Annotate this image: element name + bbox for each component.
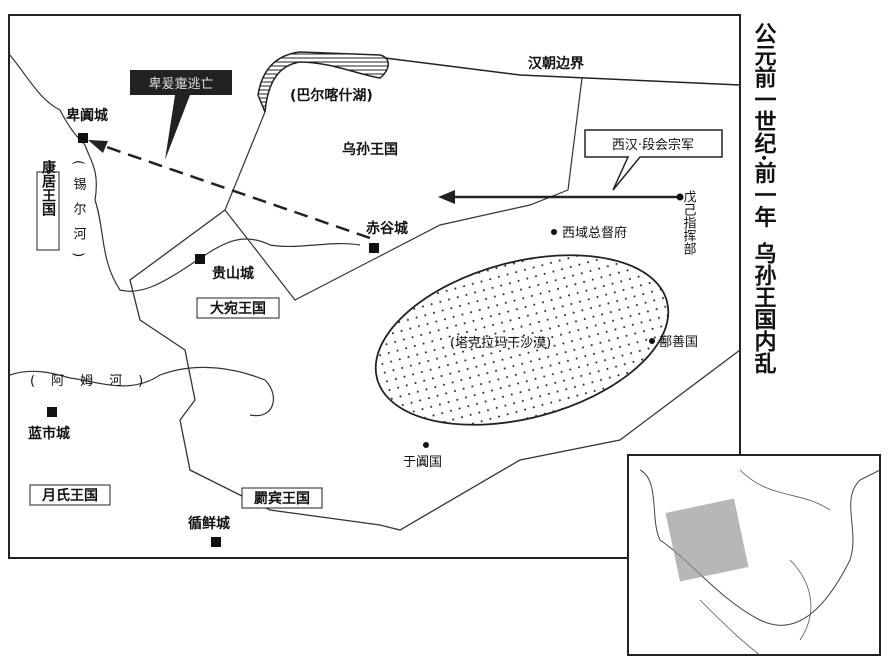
kangju-box <box>36 171 60 251</box>
yuezhi-box <box>29 484 111 506</box>
shanshan-label: 鄯善国 <box>659 334 698 350</box>
inset-highlight-region <box>665 498 749 582</box>
jibin-box <box>241 487 323 509</box>
wusun-label: 乌孙王国 <box>342 141 398 158</box>
taklamakan-label: (塔克拉玛干沙漠) <box>450 336 551 351</box>
title-line1: 公元前一世纪·前一年 <box>750 22 777 228</box>
title-line2: 乌孙王国内乱 <box>750 241 777 374</box>
taklamakan-desert <box>374 254 670 426</box>
balkhash-label: (巴尔喀什湖) <box>290 87 373 104</box>
army-arrowhead <box>438 190 455 204</box>
army-callout-text: 西汉·段会宗军 <box>612 137 694 153</box>
guishan-city-marker <box>195 254 205 264</box>
xunxian-label: 循鲜城 <box>188 515 230 532</box>
flight-arrowhead <box>88 140 108 153</box>
page-title: 公元前一世纪·前一年 乌孙王国内乱 <box>748 22 778 374</box>
balkhash-lake <box>257 51 389 113</box>
han-border-label: 汉朝边界 <box>528 55 585 72</box>
army-callout <box>584 129 723 191</box>
syr-river-label: (锡尔河) <box>71 160 87 269</box>
kangju-label: 康居王国 <box>40 159 56 217</box>
dayuan-box <box>196 297 280 319</box>
chigu-label: 赤谷城 <box>366 220 408 237</box>
lanshi-city-marker <box>47 407 57 417</box>
chigu-city-marker <box>369 243 379 253</box>
protectorate-label: 西域总督府 <box>562 226 627 241</box>
beitian-city-marker <box>78 133 88 143</box>
beitian-label: 卑阗城 <box>66 107 108 124</box>
wuji-label: 戊己指挥部 <box>681 190 697 255</box>
dayuan-label: 大宛王国 <box>210 300 266 317</box>
xunxian-city-marker <box>211 537 221 547</box>
amu-river-label: (阿姆河) <box>30 374 159 389</box>
lanshi-label: 蓝市城 <box>28 425 70 442</box>
flight-route <box>94 141 371 240</box>
amu-river <box>9 366 274 417</box>
inset-map <box>627 454 881 656</box>
yuezhi-label: 月氏王国 <box>41 488 98 504</box>
map-frame <box>8 14 741 559</box>
yutian-label: 于阗国 <box>403 455 442 470</box>
syr-river <box>9 54 361 292</box>
territory-border <box>129 209 741 531</box>
han-border-line <box>384 57 741 86</box>
shanshan-marker <box>649 338 655 344</box>
jibin-label: 罽宾王国 <box>253 490 310 507</box>
protectorate-marker <box>551 229 557 235</box>
wuji-marker <box>676 193 684 201</box>
guishan-label: 贵山城 <box>212 265 254 282</box>
flight-callout <box>130 70 232 160</box>
flight-callout-text: 卑爰疐逃亡 <box>148 76 213 92</box>
yutian-marker <box>423 442 429 448</box>
